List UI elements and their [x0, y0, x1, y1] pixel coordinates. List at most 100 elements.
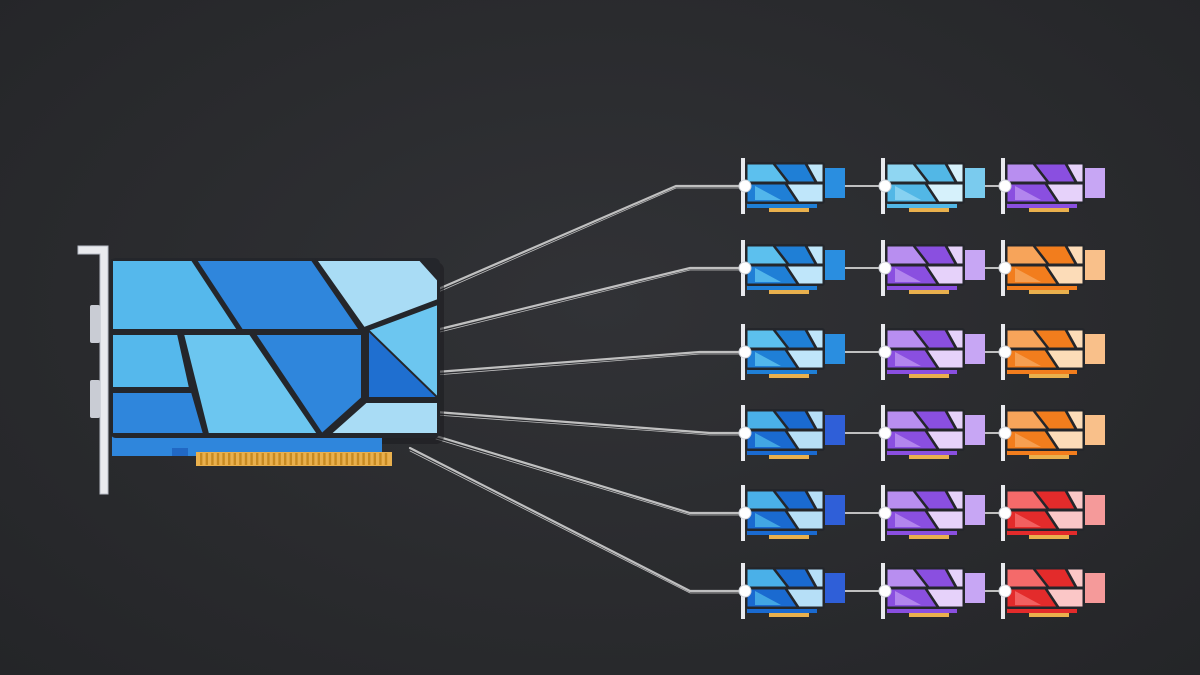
small-facet [1015, 591, 1041, 605]
gpu-card-grid [741, 158, 1105, 619]
small-facet [746, 490, 789, 510]
small-connector [1029, 288, 1069, 294]
link-node [738, 179, 752, 193]
small-facet [1015, 268, 1041, 282]
small-facet [926, 349, 964, 369]
facet-mid-center [182, 333, 319, 435]
facet-right-shade [367, 329, 439, 399]
small-facet [1006, 163, 1049, 183]
small-facet [755, 591, 781, 605]
connector-pin [295, 453, 298, 465]
fanout-link [434, 410, 747, 435]
small-connector [1029, 206, 1069, 212]
small-connector [769, 533, 809, 539]
small-facet [773, 410, 816, 430]
connector-pin [379, 453, 382, 465]
small-facet [806, 490, 824, 510]
connector-pin [351, 453, 354, 465]
connector-pin [239, 453, 242, 465]
small-pcb [887, 449, 957, 455]
small-facet [1006, 329, 1049, 349]
small-endcap [965, 334, 985, 364]
small-facet [746, 329, 789, 349]
small-facet [1066, 245, 1084, 265]
small-facet [786, 349, 824, 369]
fanout-link [434, 350, 747, 374]
bracket-plate [77, 245, 109, 495]
small-facet [886, 163, 929, 183]
small-pcb [887, 284, 957, 290]
connector-pin [340, 453, 343, 465]
facet-bottom-left [111, 391, 205, 435]
small-facet [895, 513, 921, 527]
small-facet [913, 568, 956, 588]
fanout-link-shadow [435, 438, 746, 516]
fanout-link-shadow [435, 269, 746, 334]
small-facet [913, 245, 956, 265]
small-pcb [1007, 607, 1077, 613]
link-node [738, 426, 752, 440]
link-node [878, 261, 892, 275]
fanout-link-shadow [435, 353, 746, 376]
link-node [878, 426, 892, 440]
small-facet [786, 510, 824, 530]
small-facet [806, 329, 824, 349]
small-endcap [825, 250, 845, 280]
connector-pin [368, 453, 371, 465]
small-gpu-card [1001, 158, 1105, 214]
small-endcap [965, 168, 985, 198]
link-node [738, 261, 752, 275]
small-gpu-card [881, 324, 985, 380]
small-gpu-card [741, 405, 845, 461]
small-facet [926, 510, 964, 530]
small-facet [895, 352, 921, 366]
link-node [998, 506, 1012, 520]
small-facet [1066, 329, 1084, 349]
small-pcb [1007, 284, 1077, 290]
small-facet [1006, 490, 1049, 510]
small-endcap [965, 573, 985, 603]
small-facet [773, 245, 816, 265]
connector-pin [267, 453, 270, 465]
small-facet [1046, 510, 1084, 530]
small-gpu-card [741, 158, 845, 214]
small-gpu-card [1001, 240, 1105, 296]
connector-pin [334, 453, 337, 465]
facet-top-mid [195, 259, 361, 331]
small-endcap [1085, 334, 1105, 364]
connector-pin [261, 453, 264, 465]
facet-top-right [315, 259, 439, 329]
small-facet [886, 245, 929, 265]
small-facet [946, 490, 964, 510]
small-pcb [1007, 202, 1077, 208]
link-node [738, 345, 752, 359]
small-connector [1029, 611, 1069, 617]
small-pcb [747, 284, 817, 290]
facet-top-left [111, 259, 239, 331]
connection-lines [408, 184, 1006, 594]
link-node [878, 345, 892, 359]
connector-pin [289, 453, 292, 465]
connector-pin [211, 453, 214, 465]
small-facet [1006, 245, 1049, 265]
link-node [998, 261, 1012, 275]
small-gpu-card [1001, 324, 1105, 380]
small-connector [769, 611, 809, 617]
small-facet [773, 329, 816, 349]
small-endcap [825, 495, 845, 525]
small-facet [1046, 265, 1084, 285]
small-connector [1029, 372, 1069, 378]
small-facet [786, 588, 824, 608]
small-facet [895, 433, 921, 447]
fanout-link [434, 266, 747, 332]
small-facet [926, 265, 964, 285]
small-gpu-card [741, 240, 845, 296]
small-gpu-card [741, 485, 845, 541]
small-facet [1033, 245, 1076, 265]
small-facet [786, 183, 824, 203]
small-facet [1033, 163, 1076, 183]
small-facet [895, 268, 921, 282]
small-facet [786, 265, 824, 285]
